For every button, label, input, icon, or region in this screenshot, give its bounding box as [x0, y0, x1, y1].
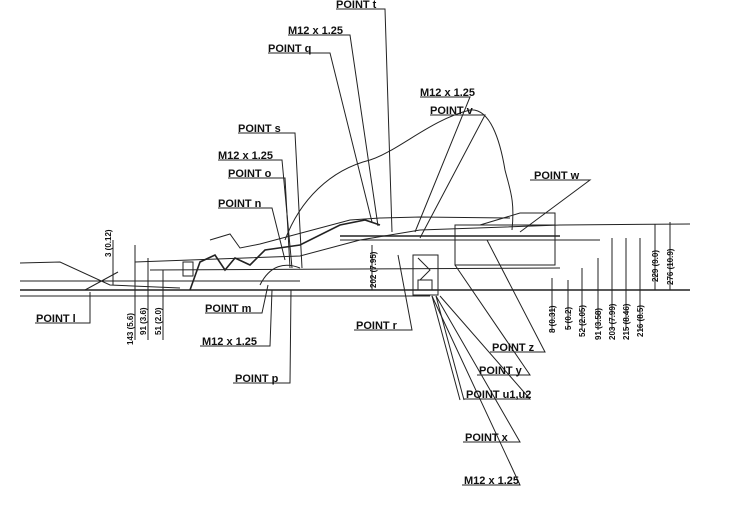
- label-point-x: POINT x: [465, 432, 509, 444]
- label-point-q: POINT q: [268, 43, 311, 55]
- dim-91a: 91 (3.6): [139, 307, 148, 335]
- label-m12-v: M12 x 1.25: [420, 87, 475, 99]
- dim-229: 229 (9.0): [651, 250, 660, 282]
- dim-51: 51 (2.0): [154, 307, 163, 335]
- dim-276: 276 (10.9): [666, 248, 675, 285]
- dim-5: 5 (0.2): [564, 307, 573, 330]
- label-m12-top: M12 x 1.25: [288, 25, 343, 37]
- dim-8: 8 (0.31): [548, 305, 557, 333]
- dim-143: 143 (5.6): [126, 313, 135, 345]
- dim-91b: 91 (3.58): [594, 308, 603, 340]
- dim-52: 52 (2.05): [578, 305, 587, 337]
- chassis-outline: [19, 109, 691, 401]
- label-point-m: POINT m: [205, 303, 252, 315]
- dim-203: 203 (7.99): [608, 303, 617, 340]
- dim-215: 215 (8.46): [622, 303, 631, 340]
- dim-216: 216 (8.5): [636, 305, 645, 337]
- label-point-p: POINT p: [235, 373, 279, 385]
- label-point-l: POINT l: [36, 313, 76, 325]
- label-m12-s: M12 x 1.25: [218, 150, 273, 162]
- dim-202: 202 (7.95): [369, 251, 378, 288]
- dimension-lines: [112, 222, 671, 340]
- label-point-s: POINT s: [238, 123, 281, 135]
- label-point-u: POINT u1,u2: [466, 389, 531, 401]
- label-point-v: POINT v: [430, 105, 474, 117]
- label-point-r: POINT r: [356, 320, 398, 332]
- label-point-n: POINT n: [218, 198, 262, 210]
- label-m12-m: M12 x 1.25: [202, 336, 257, 348]
- leader-lines: [35, 8, 592, 486]
- label-point-z: POINT z: [492, 342, 535, 354]
- label-point-y: POINT y: [479, 365, 523, 377]
- label-point-w: POINT w: [534, 170, 580, 182]
- dim-3: 3 (0.12): [104, 229, 113, 257]
- label-point-t: POINT t: [336, 0, 377, 11]
- label-m12-bottom: M12 x 1.25: [464, 475, 519, 487]
- label-point-o: POINT o: [228, 168, 272, 180]
